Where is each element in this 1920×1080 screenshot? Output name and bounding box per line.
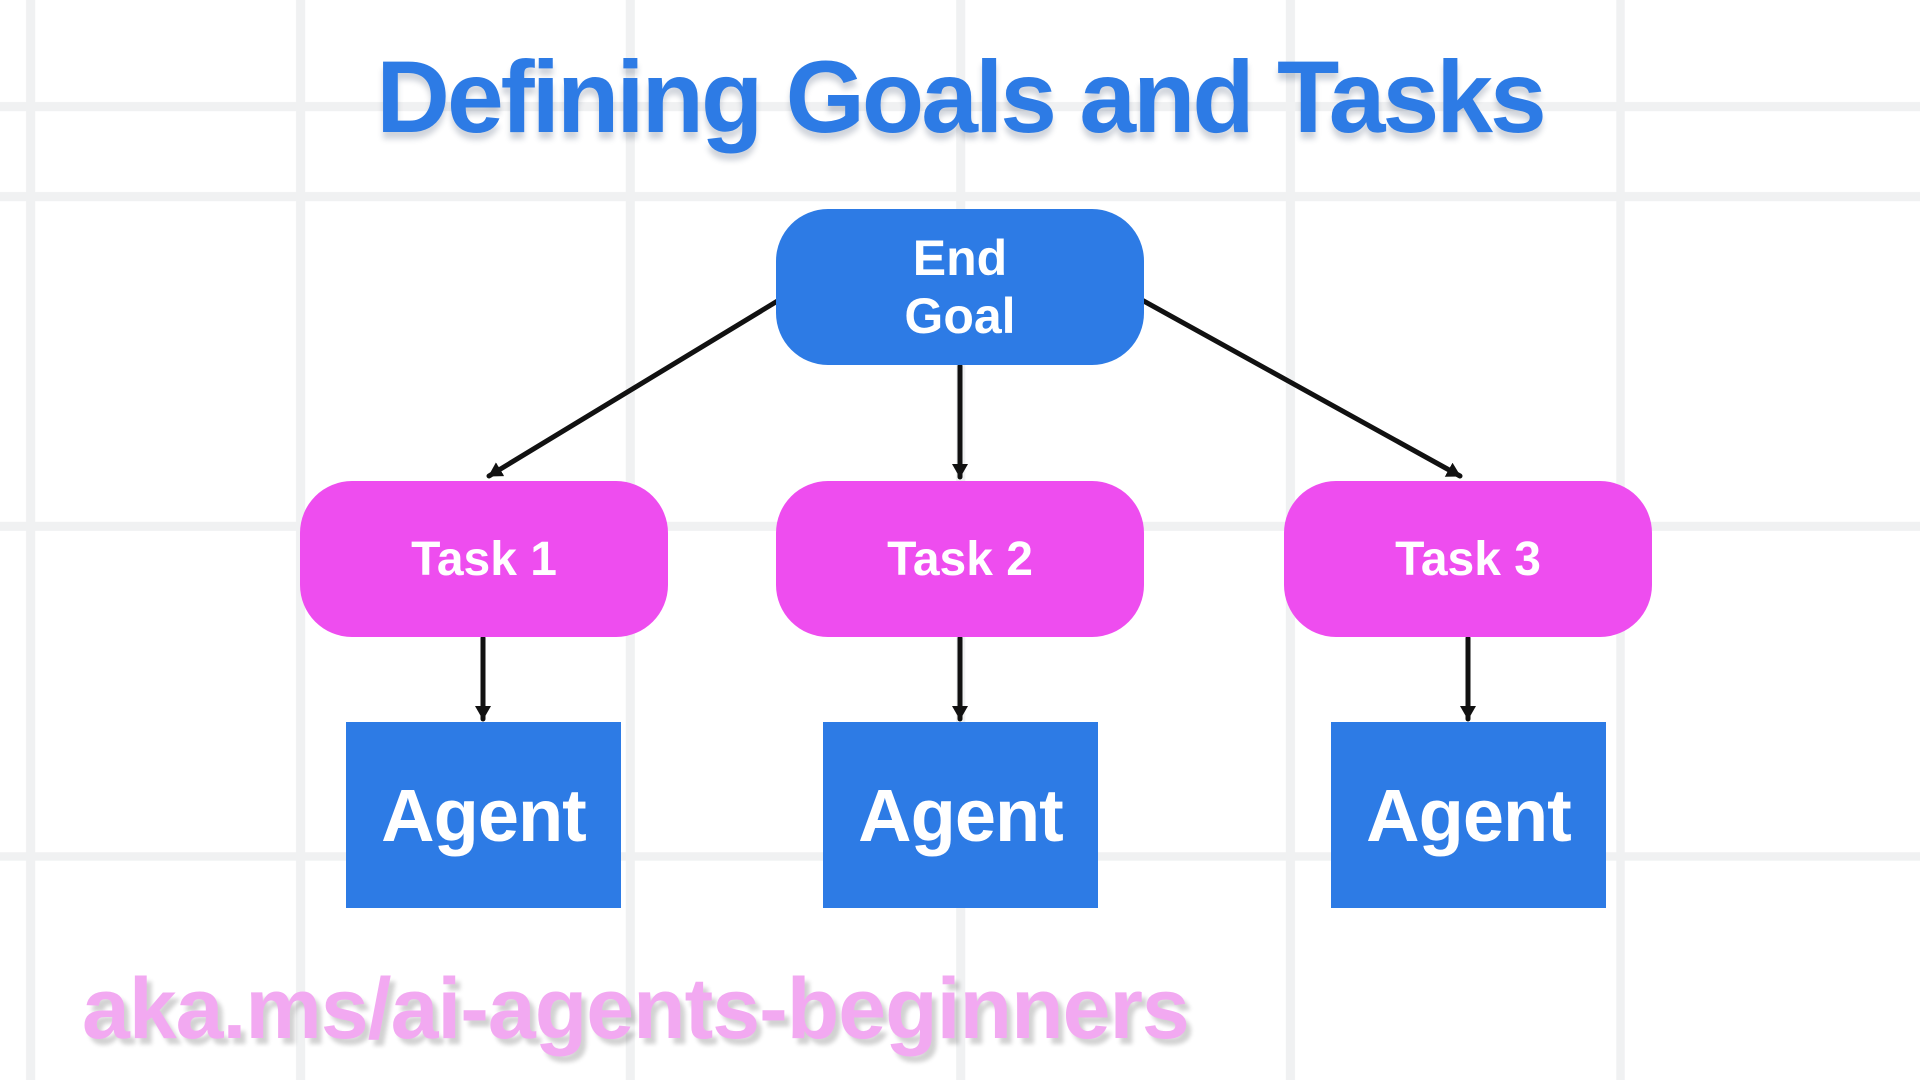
task-3-node: Task 3 — [1284, 481, 1652, 637]
agent-2-label: Agent — [858, 773, 1064, 857]
footer-url-text: aka.ms/ai-agents-beginners — [82, 961, 1190, 1057]
agent-3-label: Agent — [1366, 773, 1572, 857]
task-1-node: Task 1 — [300, 481, 668, 637]
task-3-label: Task 3 — [1395, 532, 1541, 586]
page-title: Defining Goals and Tasks — [376, 40, 1546, 154]
agent-3-node: Agent — [1331, 722, 1606, 908]
arrow-endgoal-to-task1 — [486, 291, 792, 479]
arrow-endgoal-to-task3 — [1128, 291, 1463, 479]
task-2-label: Task 2 — [887, 532, 1033, 586]
end-goal-label: End Goal — [904, 230, 1016, 344]
task-2-node: Task 2 — [776, 481, 1144, 637]
end-goal-node: End Goal — [776, 209, 1144, 365]
task-1-label: Task 1 — [411, 532, 557, 586]
agent-1-label: Agent — [381, 773, 587, 857]
agent-1-node: Agent — [346, 722, 621, 908]
agent-2-node: Agent — [823, 722, 1098, 908]
